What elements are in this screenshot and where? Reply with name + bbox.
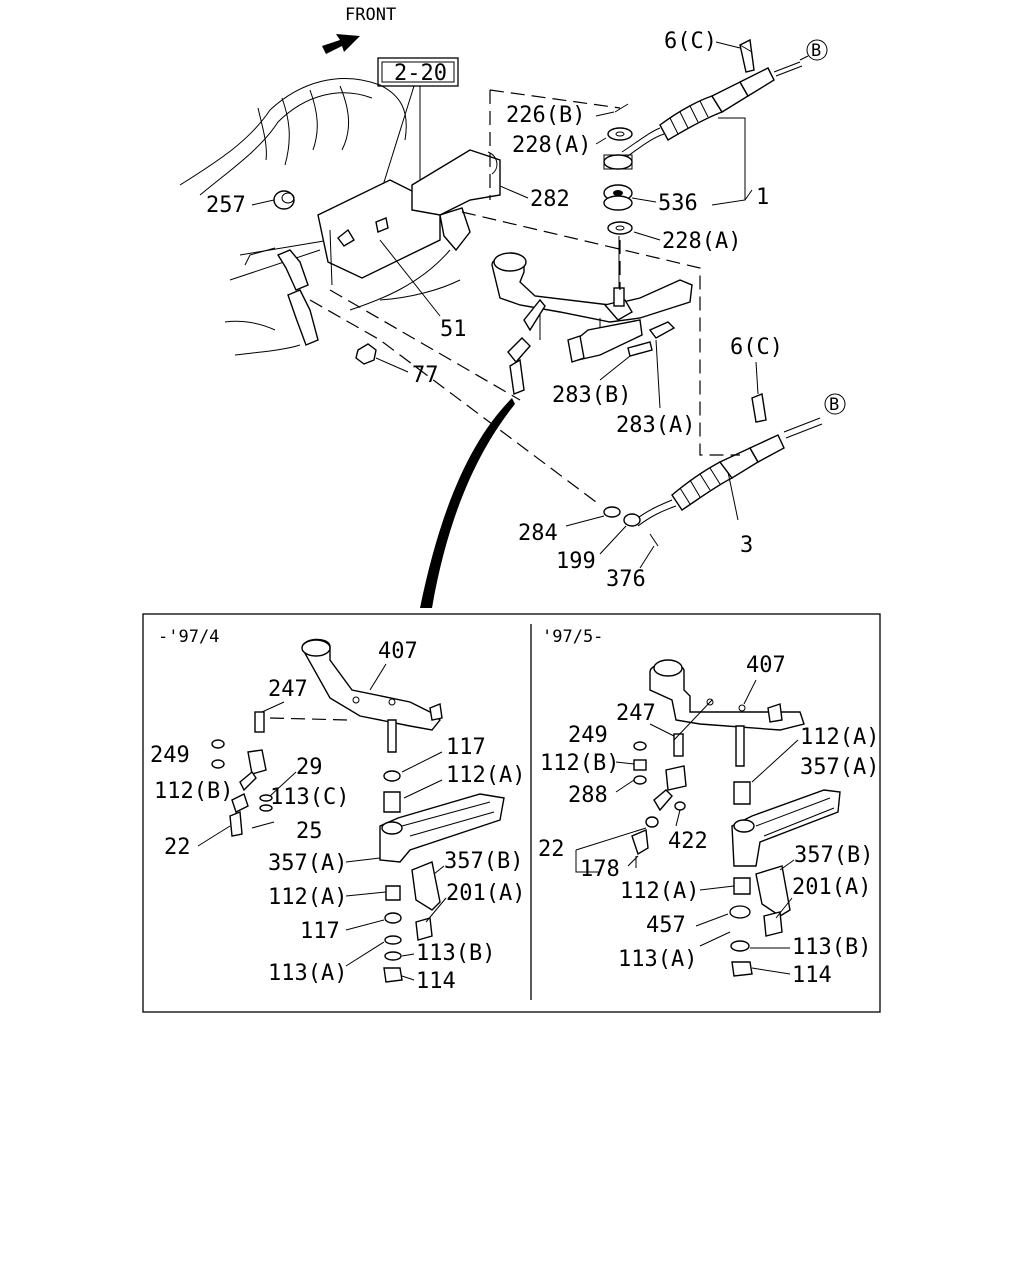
cable-assembly-1 xyxy=(603,38,803,307)
inset-right-247: 247 xyxy=(616,701,656,726)
callout-536: 536 xyxy=(658,191,698,216)
callout-1: 1 xyxy=(756,185,769,210)
inset-left-117b: 117 xyxy=(300,919,340,944)
inset-left-112b: 112(B) xyxy=(154,779,233,804)
inset-left-112a-a: 112(A) xyxy=(446,763,525,788)
callout-228a-1: 228(A) xyxy=(512,133,591,158)
inset-right-period: '97/5- xyxy=(542,627,603,647)
inset-left-29: 29 xyxy=(296,755,323,780)
inset-right-288: 288 xyxy=(568,783,608,808)
callout-6c-mid: 6(C) xyxy=(730,335,783,360)
front-arrow-icon xyxy=(322,34,360,54)
inset-right-22: 22 xyxy=(538,837,565,862)
inset-right-112a-b: 112(A) xyxy=(620,879,699,904)
callout-3: 3 xyxy=(740,533,753,558)
inset-left-113c: 113(C) xyxy=(270,785,349,810)
inset-right-112a-a: 112(A) xyxy=(800,725,879,750)
detail-inset-frame xyxy=(142,613,881,1013)
front-arrow-group: FRONT xyxy=(322,5,396,54)
transmission-housing xyxy=(179,78,461,356)
inset-left-201a: 201(A) xyxy=(446,881,525,906)
bracket-assembly xyxy=(273,149,693,395)
guide-lines-main xyxy=(309,89,740,506)
reference-box: 2-20 xyxy=(377,57,459,215)
inset-left-357a: 357(A) xyxy=(268,851,347,876)
callout-284: 284 xyxy=(518,521,558,546)
inset-left-period: -'97/4 xyxy=(158,627,219,647)
leader-brackets xyxy=(711,117,753,521)
inset-left-247: 247 xyxy=(268,677,308,702)
inset-left-249: 249 xyxy=(150,743,190,768)
inset-right-113b: 113(B) xyxy=(792,935,871,960)
inset-left-112a-b: 112(A) xyxy=(268,885,347,910)
inset-left-407: 407 xyxy=(378,639,418,664)
inset-right-112b: 112(B) xyxy=(540,751,619,776)
reference-box-label: 2-20 xyxy=(394,61,447,86)
inset-right-114: 114 xyxy=(792,963,832,988)
callout-228a-2: 228(A) xyxy=(662,229,741,254)
inset-left-113a: 113(A) xyxy=(268,961,347,986)
inset-left-113b: 113(B) xyxy=(416,941,495,966)
inset-right-422: 422 xyxy=(668,829,708,854)
inset-right-407: 407 xyxy=(746,653,786,678)
callout-376: 376 xyxy=(606,567,646,592)
callout-6c-top: 6(C) xyxy=(664,29,717,54)
inset-left-25: 25 xyxy=(296,819,323,844)
inset-left-357b: 357(B) xyxy=(444,849,523,874)
callout-283a: 283(A) xyxy=(616,413,695,438)
inset-right-178: 178 xyxy=(580,857,620,882)
inset-right-113a: 113(A) xyxy=(618,947,697,972)
callout-77: 77 xyxy=(412,363,439,388)
inset-right: '97/5- 407 247 xyxy=(538,627,879,988)
cable-assembly-3 xyxy=(603,393,823,547)
callout-226b: 226(B) xyxy=(506,103,585,128)
inset-left-114: 114 xyxy=(416,969,456,994)
callout-283b: 283(B) xyxy=(552,383,631,408)
callout-b-mid: B xyxy=(829,395,839,415)
inset-right-249: 249 xyxy=(568,723,608,748)
callout-282: 282 xyxy=(530,187,570,212)
inset-right-457: 457 xyxy=(646,913,686,938)
front-label: FRONT xyxy=(345,5,396,25)
callout-b-top: B xyxy=(811,41,821,61)
inset-left: -'97/4 407 xyxy=(150,627,525,994)
inset-right-201a: 201(A) xyxy=(792,875,871,900)
inset-left-117a: 117 xyxy=(446,735,486,760)
inset-right-357a: 357(A) xyxy=(800,755,879,780)
inset-left-22: 22 xyxy=(164,835,191,860)
callout-199: 199 xyxy=(556,549,596,574)
inset-right-357b: 357(B) xyxy=(794,843,873,868)
main-callouts: 6(C) B 226(B) 228(A) 536 1 228(A) 257 28… xyxy=(206,29,846,592)
callout-257: 257 xyxy=(206,193,246,218)
detail-pointer-arrow xyxy=(420,398,515,608)
callout-51: 51 xyxy=(440,317,467,342)
